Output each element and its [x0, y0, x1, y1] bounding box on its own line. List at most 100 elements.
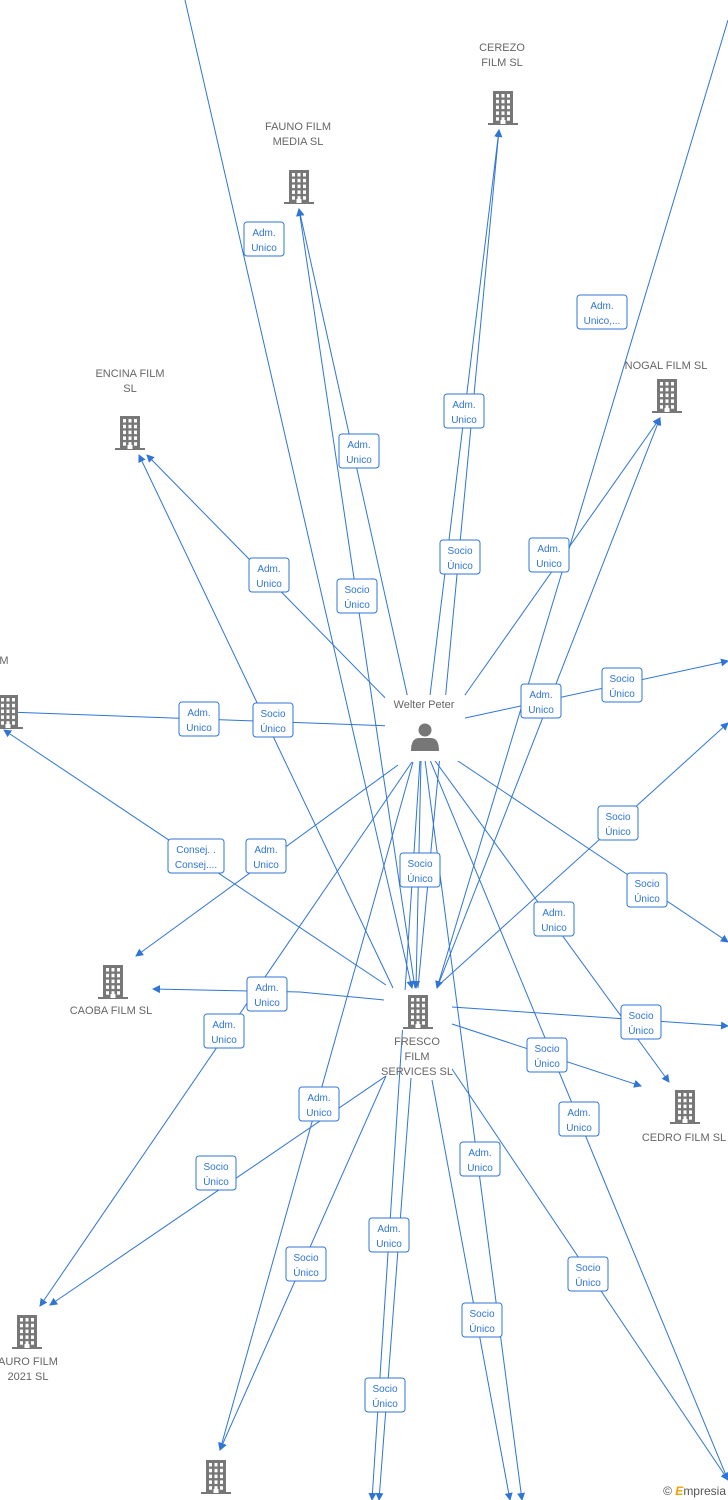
building-icon[interactable]	[12, 1315, 42, 1349]
relation-label[interactable]: Adm.Unico	[338, 433, 380, 469]
relation-label-line: Adm.	[254, 845, 277, 856]
relation-label[interactable]: Adm.Unico	[520, 683, 562, 719]
building-icon[interactable]	[0, 695, 23, 729]
relation-edge-28	[424, 759, 526, 1500]
relation-label[interactable]: Adm.Unico	[245, 838, 287, 874]
relation-label-line: Único	[605, 825, 631, 838]
relation-label-line: Adm.	[307, 1093, 330, 1104]
relation-label-line: Socio	[634, 879, 659, 890]
company-label: ENCINA FILM	[95, 368, 164, 380]
company-label: NOGAL FILM SL	[625, 360, 708, 372]
relation-label[interactable]: Adm.Unico	[248, 557, 290, 593]
company-label: SL	[123, 383, 136, 395]
company-label: MEDIA SL	[273, 136, 324, 148]
company-label: 2021 SL	[8, 1371, 49, 1383]
relation-label-line: Socio	[293, 1253, 318, 1264]
building-icon[interactable]	[201, 1460, 231, 1494]
person-icon[interactable]	[411, 723, 439, 752]
relation-label-line: Adm.	[212, 1020, 235, 1031]
relation-label[interactable]: Adm.Unico	[443, 393, 485, 429]
relation-label[interactable]: Adm. Unico	[368, 1217, 410, 1253]
relation-label-line: Unico	[256, 579, 282, 590]
relation-edge-29	[431, 1079, 513, 1500]
relation-label-line: Adm.	[542, 908, 565, 919]
relation-label-line: Único	[469, 1322, 495, 1335]
relation-label-line: Consej. .	[176, 845, 215, 856]
relation-label[interactable]: Adm. Unico	[528, 537, 570, 573]
relation-label[interactable]: Adm. Unico	[558, 1101, 600, 1137]
relation-label-line: Adm.	[377, 1224, 400, 1235]
company-label: AURO FILM	[0, 1356, 58, 1368]
relation-label-line: Socio	[628, 1011, 653, 1022]
relation-label-line: Unico	[346, 455, 372, 466]
relation-label-line: Único	[609, 687, 635, 700]
relation-label-line: Adm.	[468, 1148, 491, 1159]
relation-edge-1	[435, 19, 728, 989]
relation-label-line: Adm.	[567, 1108, 590, 1119]
relation-label-line: Unico	[306, 1108, 332, 1119]
person-name: Welter Peter	[394, 699, 455, 711]
company-label: FILM	[404, 1051, 429, 1063]
relation-label-line: Unico	[536, 559, 562, 570]
relation-label[interactable]: Consej. .Consej....	[167, 838, 225, 874]
relation-label-line: Único	[260, 722, 286, 735]
relation-label-line: Único	[634, 892, 660, 905]
building-icon[interactable]	[98, 965, 128, 999]
relation-label-line: Unico,...	[584, 316, 621, 327]
company-label: SERVICES SL	[381, 1066, 453, 1078]
relation-label-line: Socio	[575, 1263, 600, 1274]
relation-edge-11	[455, 658, 728, 721]
building-icon[interactable]	[115, 416, 145, 450]
empresia-watermark: © Empresia	[663, 1484, 726, 1498]
relation-label[interactable]: Adm.Unico	[178, 701, 220, 737]
relation-label-line: Único	[344, 598, 370, 611]
relation-edge-15	[451, 756, 728, 943]
company-label: FILM SL	[481, 57, 523, 69]
building-icon[interactable]	[670, 1090, 700, 1124]
relation-label-line: Unico	[528, 705, 554, 716]
relation-label-line: Socio	[260, 709, 285, 720]
relation-label[interactable]: Adm.Unico	[459, 1141, 501, 1177]
building-icon[interactable]	[403, 995, 433, 1029]
relation-label-line: Único	[372, 1397, 398, 1410]
relation-label-line: Único	[575, 1276, 601, 1289]
relation-label-line: Adm.	[255, 983, 278, 994]
relation-label-line: Socio	[447, 546, 472, 557]
relation-label-line: Adm.	[252, 228, 275, 239]
relation-label-line: Unico	[566, 1123, 592, 1134]
relation-label[interactable]: Adm.Unico	[246, 976, 288, 1012]
relation-label-line: Único	[203, 1175, 229, 1188]
building-icon[interactable]	[488, 91, 518, 125]
relation-label-line: Unico	[541, 923, 567, 934]
building-icon[interactable]	[284, 170, 314, 204]
relation-label[interactable]: Adm.Unico	[243, 221, 285, 257]
relation-label-line: Socio	[605, 812, 630, 823]
building-icon[interactable]	[652, 379, 682, 413]
relation-label[interactable]: Adm. Unico,...	[576, 294, 628, 330]
relation-label-line: Único	[407, 872, 433, 885]
relation-label-line: Adm.	[537, 544, 560, 555]
relation-label[interactable]: Adm.Unico	[203, 1013, 245, 1049]
relation-label-line: Socio	[372, 1384, 397, 1395]
relation-label[interactable]: Adm. Unico	[533, 901, 575, 937]
relation-label[interactable]: Adm. Unico	[298, 1086, 340, 1122]
relation-label-line: Unico	[376, 1239, 402, 1250]
company-label: FAUNO FILM	[265, 121, 331, 133]
relation-label-line: Adm.	[590, 301, 613, 312]
